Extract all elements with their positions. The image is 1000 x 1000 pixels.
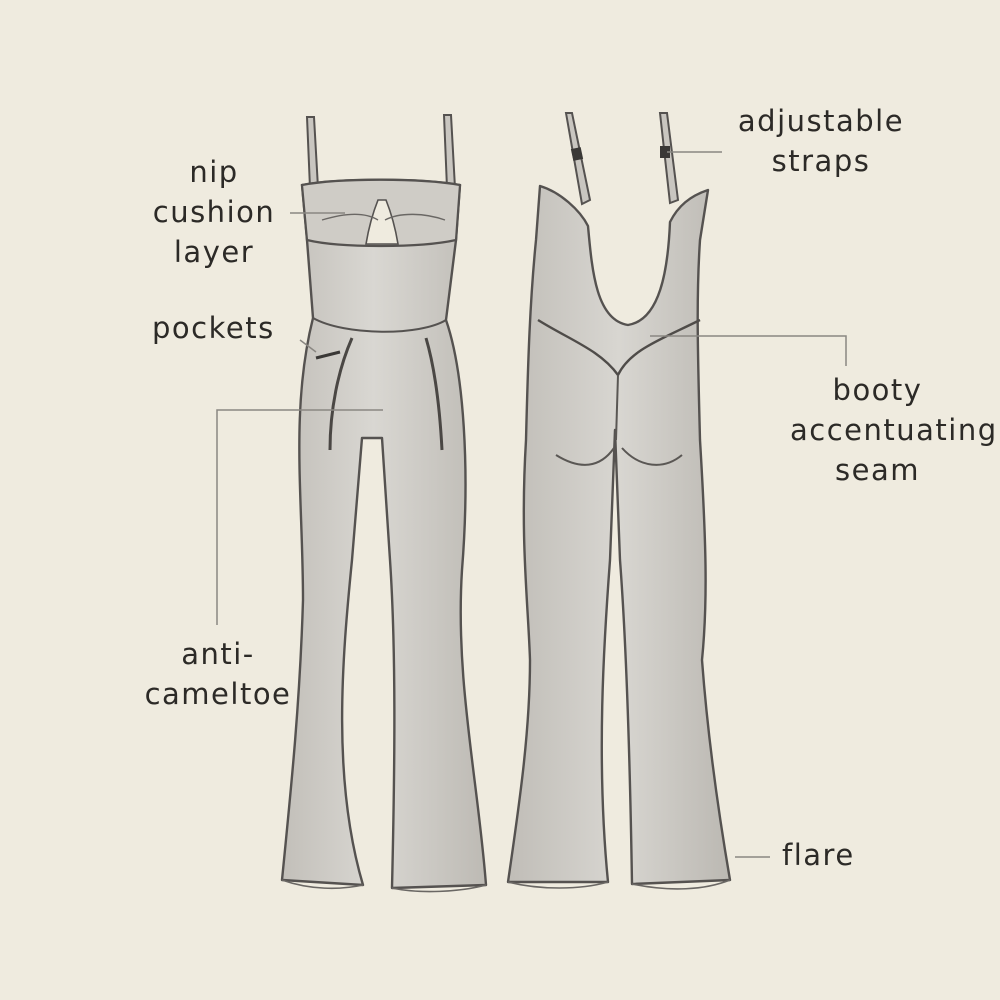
back-left-flare-hem: [507, 881, 609, 889]
leader-anti-cameltoe: [216, 409, 383, 625]
back-center-seam: [615, 374, 619, 441]
label-line: accentuating: [790, 413, 998, 447]
label-line: anti-: [181, 637, 255, 671]
back-view-sketch: [506, 112, 732, 890]
back-right-flare-hem: [631, 879, 731, 890]
back-body-outline: [506, 184, 732, 886]
leader-booty-seam: [650, 335, 847, 366]
front-right-pocket: [424, 337, 444, 451]
label-line: layer: [173, 235, 255, 269]
front-left-pocket: [328, 337, 354, 451]
front-left-pocket-opening: [315, 350, 341, 360]
label-line: nip: [189, 155, 239, 189]
label-line: pockets: [152, 311, 275, 345]
label-line: adjustable: [737, 104, 905, 138]
label-line: straps: [771, 144, 871, 178]
label-pockets: pockets: [152, 308, 275, 348]
front-waist-seam: [312, 317, 447, 333]
front-right-flare-hem: [391, 884, 487, 893]
front-left-flare-hem: [281, 879, 364, 890]
back-left-strap-adjuster: [570, 147, 584, 161]
label-line: booty: [832, 373, 923, 407]
label-line: flare: [782, 838, 855, 872]
front-body-outline: [280, 178, 488, 890]
back-right-strap-adjuster: [660, 146, 670, 158]
back-glute-right: [621, 447, 683, 466]
front-view-sketch: [280, 114, 488, 893]
label-nip-cushion-layer: nip cushion layer: [138, 152, 290, 272]
front-bust-keyhole: [365, 199, 399, 245]
label-booty-accentuating-seam: booty accentuating seam: [790, 370, 998, 490]
label-adjustable-straps: adjustable straps: [726, 101, 916, 181]
label-flare: flare: [782, 835, 855, 875]
back-glute-left: [555, 447, 615, 466]
label-line: cushion: [152, 195, 276, 229]
label-line: seam: [835, 453, 920, 487]
label-anti-cameltoe: anti- cameltoe: [132, 634, 304, 714]
label-line: cameltoe: [144, 677, 292, 711]
leader-lines: [216, 151, 847, 858]
leader-pockets: [299, 339, 317, 353]
front-right-strap: [442, 114, 457, 189]
front-left-strap: [305, 116, 320, 189]
front-bust-gather-line: [321, 213, 446, 221]
